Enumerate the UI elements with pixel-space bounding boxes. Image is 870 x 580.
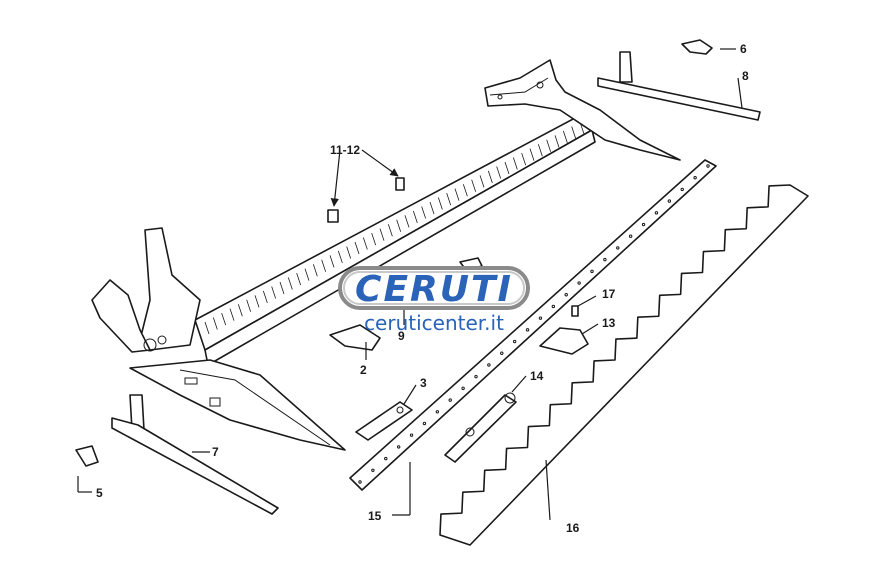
callout-11-12: 11-12	[330, 143, 360, 157]
logo-site: ceruticenter.it	[364, 311, 504, 335]
part-13-plate	[539, 327, 589, 355]
part-16-knife-sections	[439, 184, 809, 546]
callout-9: 9	[398, 329, 405, 343]
callout-labels: 6 8 11-12 9 2 3 17 13 14 7 5 15 16	[96, 42, 749, 535]
part-14-knife-head	[444, 392, 517, 463]
callout-13: 13	[602, 316, 616, 330]
part-8-strip	[597, 51, 761, 121]
callout-14: 14	[530, 369, 544, 383]
part-15-knife-back	[349, 159, 717, 491]
callout-6: 6	[740, 42, 747, 56]
callout-8: 8	[742, 69, 749, 83]
callout-7: 7	[212, 445, 219, 459]
part-11-12-bolts	[327, 177, 405, 223]
ceruti-watermark-logo: CERUTI ceruticenter.it	[338, 266, 530, 335]
bar-hatching	[204, 121, 585, 335]
part-7-divider-rod	[111, 394, 279, 515]
part-6-bracket	[681, 39, 713, 55]
callout-16: 16	[566, 521, 580, 535]
callout-2: 2	[360, 363, 367, 377]
part-17-screw	[571, 305, 579, 317]
callout-5: 5	[96, 486, 103, 500]
part-5-bracket	[75, 445, 99, 467]
leader-lines	[77, 48, 743, 521]
part-2-bracket	[329, 324, 381, 351]
callout-15: 15	[368, 509, 382, 523]
part-3-plate	[355, 401, 413, 441]
inner-shoe	[91, 227, 346, 451]
cutter-bar-assembly	[194, 59, 681, 366]
callout-3: 3	[420, 376, 427, 390]
logo-brand: CERUTI	[355, 269, 513, 310]
callout-17: 17	[602, 287, 616, 301]
